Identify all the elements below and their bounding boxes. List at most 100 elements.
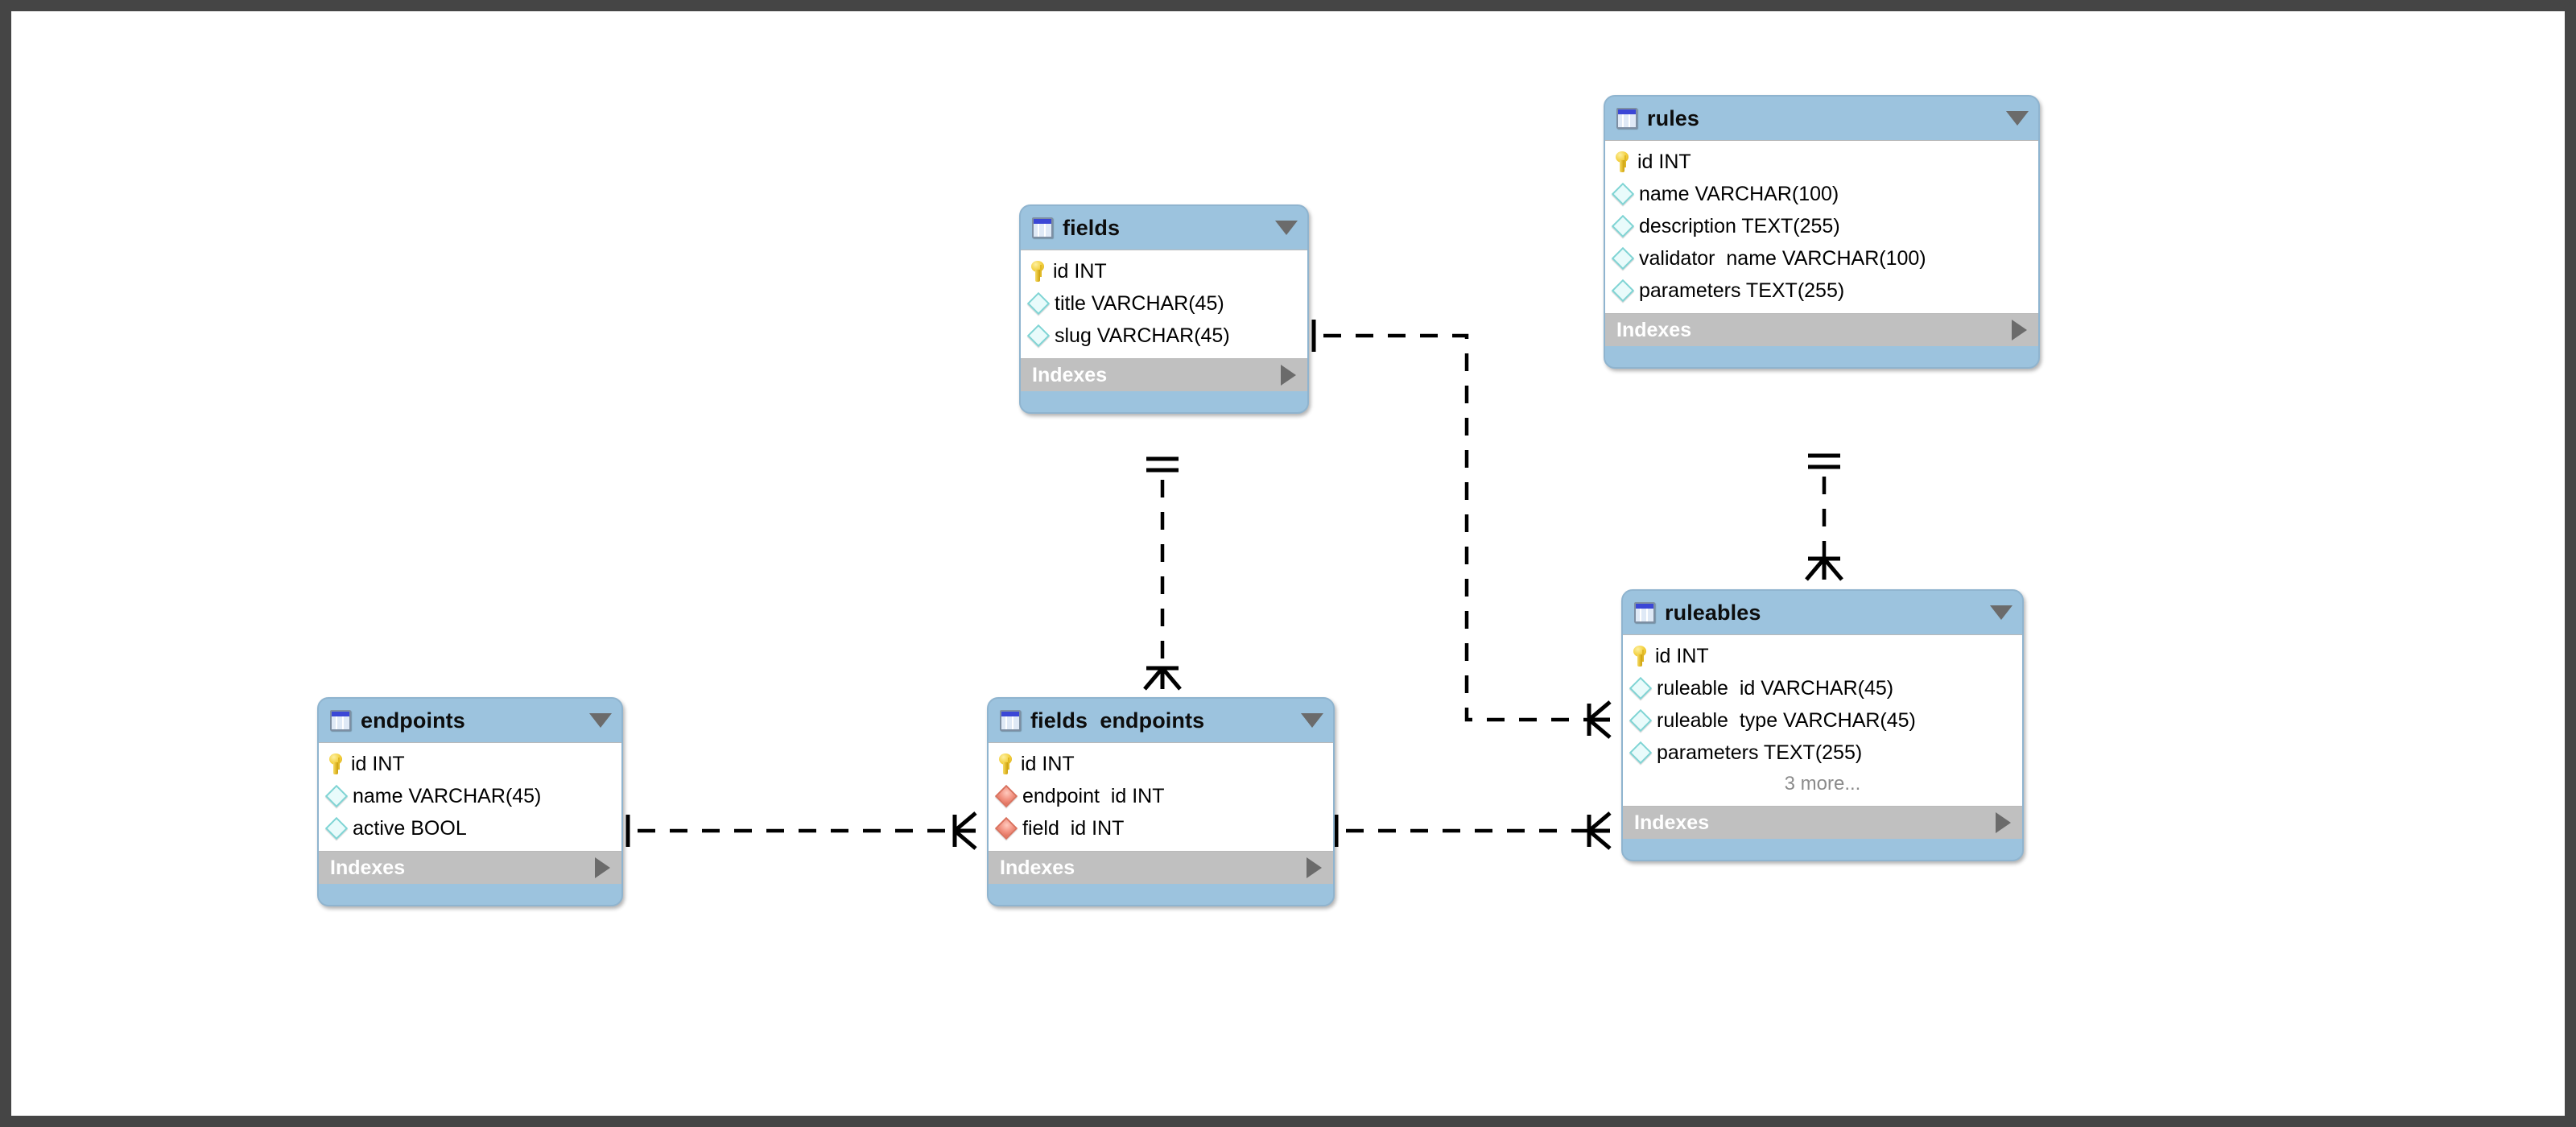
column-label: title VARCHAR(45): [1055, 291, 1224, 315]
relationship-fields-to-ruleables[interactable]: [1300, 320, 1612, 739]
diamond-fk-icon: [994, 816, 1018, 840]
table-icon: [330, 710, 351, 731]
diamond-icon: [1611, 214, 1635, 238]
table-header[interactable]: endpoints: [319, 699, 621, 742]
chevron-down-icon[interactable]: [2006, 111, 2029, 126]
column-row[interactable]: id INT: [989, 748, 1333, 780]
column-label: parameters TEXT(255): [1657, 741, 1863, 764]
table-columns: id INT ruleable id VARCHAR(45) ruleable ty…: [1623, 634, 2022, 807]
diamond-fk-icon: [994, 784, 1018, 808]
table-name: ruleables: [1665, 600, 1761, 625]
column-row[interactable]: id INT: [319, 748, 621, 780]
key-icon: [998, 753, 1013, 774]
chevron-right-icon[interactable]: [2012, 320, 2027, 341]
relationship-connectors: [614, 320, 1843, 850]
column-row[interactable]: slug VARCHAR(45): [1021, 320, 1307, 352]
column-row[interactable]: active BOOL: [319, 812, 621, 844]
table-name: fields: [1063, 215, 1121, 240]
chevron-right-icon[interactable]: [1281, 365, 1296, 386]
column-label: endpoint id INT: [1022, 784, 1165, 807]
indexes-label: Indexes: [1616, 318, 1692, 341]
table-name: rules: [1647, 105, 1700, 130]
column-row[interactable]: id INT: [1623, 640, 2022, 672]
table-name: endpoints: [361, 708, 465, 733]
column-label: parameters TEXT(255): [1639, 279, 1845, 302]
table-icon: [1616, 108, 1637, 129]
key-icon: [1030, 261, 1045, 282]
indexes-label: Indexes: [330, 856, 406, 879]
diamond-icon: [1026, 324, 1051, 348]
table-footer: [1623, 839, 2022, 857]
column-label: id INT: [1637, 150, 1691, 173]
relationship-endpoints-to-fields_endpoints[interactable]: [614, 811, 977, 850]
column-label: name VARCHAR(45): [353, 784, 542, 807]
chevron-right-icon[interactable]: [595, 857, 610, 878]
column-row[interactable]: ruleable id VARCHAR(45): [1623, 672, 2022, 704]
column-label: id INT: [351, 752, 405, 775]
column-label: id INT: [1655, 644, 1709, 667]
column-label: description TEXT(255): [1639, 214, 1840, 237]
relationship-fields-to-fields_endpoints[interactable]: [1143, 456, 1182, 691]
indexes-section[interactable]: Indexes: [1623, 807, 2022, 839]
key-icon: [1615, 151, 1629, 172]
table-footer: [319, 884, 621, 902]
diamond-icon: [1629, 676, 1653, 700]
column-label: active BOOL: [353, 816, 467, 840]
chevron-down-icon[interactable]: [1275, 221, 1298, 235]
table-footer: [1021, 391, 1307, 409]
column-row[interactable]: endpoint id INT: [989, 780, 1333, 812]
indexes-label: Indexes: [1000, 856, 1075, 879]
indexes-section[interactable]: Indexes: [319, 852, 621, 884]
column-label: id INT: [1021, 752, 1075, 775]
indexes-section[interactable]: Indexes: [1605, 314, 2038, 346]
column-row[interactable]: ruleable type VARCHAR(45): [1623, 704, 2022, 737]
more-columns-row[interactable]: 3 more...: [1623, 769, 2022, 799]
column-row[interactable]: name VARCHAR(100): [1605, 178, 2038, 210]
column-row[interactable]: name VARCHAR(45): [319, 780, 621, 812]
table-header[interactable]: fields: [1021, 206, 1307, 250]
table-ruleables[interactable]: ruleables id INT ruleable id VARCHAR(45) ru…: [1621, 589, 2024, 861]
table-header[interactable]: rules: [1605, 97, 2038, 140]
chevron-down-icon[interactable]: [589, 713, 612, 728]
column-row[interactable]: title VARCHAR(45): [1021, 287, 1307, 320]
column-row[interactable]: field id INT: [989, 812, 1333, 844]
column-row[interactable]: parameters TEXT(255): [1605, 275, 2038, 307]
column-row[interactable]: parameters TEXT(255): [1623, 737, 2022, 769]
column-row[interactable]: description TEXT(255): [1605, 210, 2038, 242]
column-label: ruleable id VARCHAR(45): [1657, 676, 1894, 700]
diagram-surface[interactable]: endpoints id INT name VARCHAR(45) active BO…: [11, 11, 2565, 1116]
chevron-down-icon[interactable]: [1301, 713, 1323, 728]
table-fields_endpoints[interactable]: fields endpoints id INT endpoint id INT fie…: [987, 697, 1335, 906]
relationship-fields_endpoints-to-ruleables[interactable]: [1323, 811, 1612, 850]
key-icon: [328, 753, 343, 774]
chevron-right-icon[interactable]: [1996, 812, 2011, 833]
table-header[interactable]: fields endpoints: [989, 699, 1333, 742]
column-row[interactable]: id INT: [1021, 255, 1307, 287]
column-label: name VARCHAR(100): [1639, 182, 1839, 205]
table-fields[interactable]: fields id INT title VARCHAR(45) slug VARCHA…: [1019, 204, 1309, 414]
diamond-icon: [1629, 741, 1653, 765]
indexes-section[interactable]: Indexes: [1021, 359, 1307, 391]
column-row[interactable]: validator name VARCHAR(100): [1605, 242, 2038, 275]
column-label: validator name VARCHAR(100): [1639, 246, 1926, 270]
table-rules[interactable]: rules id INT name VARCHAR(100) description …: [1604, 95, 2040, 369]
table-footer: [989, 884, 1333, 902]
diamond-icon: [324, 816, 349, 840]
diamond-icon: [1611, 182, 1635, 206]
indexes-label: Indexes: [1032, 363, 1108, 386]
diamond-icon: [1629, 708, 1653, 733]
column-row[interactable]: id INT: [1605, 146, 2038, 178]
column-label: field id INT: [1022, 816, 1125, 840]
chevron-down-icon[interactable]: [1990, 605, 2013, 620]
relationship-rules-to-ruleables[interactable]: [1805, 453, 1843, 581]
table-endpoints[interactable]: endpoints id INT name VARCHAR(45) active BO…: [317, 697, 623, 906]
diamond-icon: [1611, 279, 1635, 303]
more-columns-label: 3 more...: [1784, 773, 1861, 795]
chevron-right-icon[interactable]: [1307, 857, 1322, 878]
table-header[interactable]: ruleables: [1623, 591, 2022, 634]
table-icon: [1634, 602, 1655, 623]
indexes-section[interactable]: Indexes: [989, 852, 1333, 884]
indexes-label: Indexes: [1634, 811, 1710, 834]
table-footer: [1605, 346, 2038, 364]
